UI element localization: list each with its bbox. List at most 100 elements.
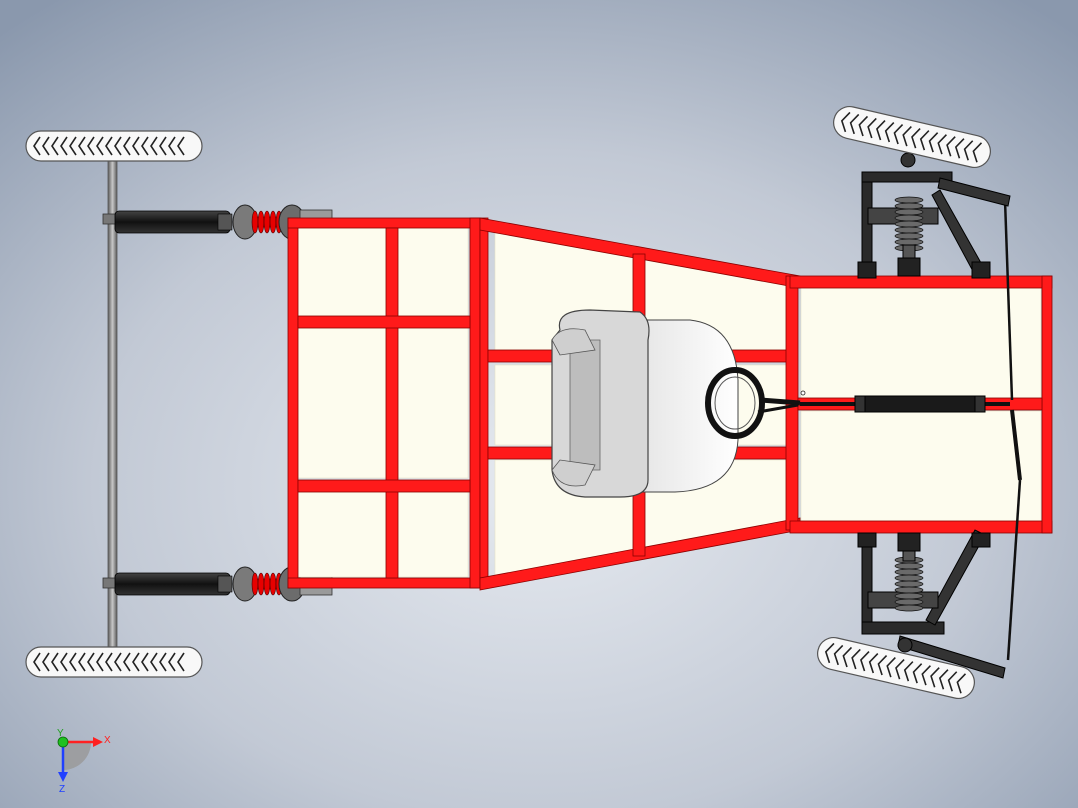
spring-coil [269, 572, 277, 596]
spring-coil [257, 572, 265, 596]
spring-coil [263, 572, 271, 596]
tire-tread-mark [833, 644, 844, 666]
tire-tread-mark [895, 659, 905, 680]
tire-tread-mark [141, 652, 149, 672]
tire-tread-mark [849, 113, 860, 135]
tire-tread-mark [956, 673, 967, 694]
tire-tread-mark [842, 646, 853, 668]
front-tire-bottom[interactable] [814, 634, 977, 701]
spring-coil [257, 210, 265, 234]
spring-coil [894, 568, 924, 576]
triad-x-label: X [104, 735, 111, 746]
spring-coil [894, 220, 924, 228]
tire-tread-mark [33, 652, 41, 672]
rear-tire-top[interactable] [25, 130, 203, 162]
tire-tread-mark [886, 657, 896, 678]
spring-coil [894, 562, 924, 570]
spring-coil [894, 574, 924, 582]
tire-tread-mark [912, 663, 923, 684]
spring-coil [894, 232, 924, 240]
spring-coil [894, 580, 924, 588]
spring-coil [894, 238, 924, 246]
tire-tread-mark [51, 136, 59, 156]
spring-coil [894, 208, 924, 216]
coordinate-triad-icon: X Y Z [57, 728, 111, 795]
tire-tread-mark [33, 136, 41, 156]
tire-tread-mark [69, 652, 77, 672]
spring-coil [894, 196, 924, 204]
tire-tread-mark [877, 655, 888, 676]
tire-tread-mark [159, 652, 167, 672]
spring-coil [894, 592, 924, 600]
tire-tread-mark [938, 669, 949, 690]
tire-tread-mark [123, 652, 131, 672]
tire-tread-mark [893, 124, 904, 145]
tire-tread-mark [840, 111, 851, 133]
front-tire-top[interactable] [830, 103, 993, 170]
spring-coil [263, 210, 271, 234]
driver-seat[interactable] [551, 309, 739, 498]
tire-tread-mark [159, 136, 167, 156]
tire-tread-mark [963, 140, 974, 161]
tire-tread-mark [947, 671, 958, 692]
triad-z-label: Z [59, 784, 65, 795]
tire-tread-mark [96, 652, 104, 672]
triad-y-label: Y [57, 728, 64, 739]
tire-tread-mark [884, 121, 895, 143]
tire-tread-mark [78, 652, 86, 672]
tire-tread-mark [921, 665, 931, 686]
tire-tread-mark [860, 650, 870, 672]
tire-tread-mark [96, 136, 104, 156]
tire-tread-mark [150, 652, 158, 672]
tire-tread-mark [42, 136, 50, 156]
tire-tread-mark [132, 652, 140, 672]
tire-tread-mark [946, 136, 956, 157]
tire-tread-mark [87, 652, 95, 672]
tire-tread-mark [123, 136, 131, 156]
tire-tread-mark [42, 652, 50, 672]
spring-coil [894, 214, 924, 222]
tire-tread-mark [114, 652, 122, 672]
tire-tread-mark [868, 652, 879, 674]
tire-tread-mark [87, 136, 95, 156]
tire-tread-mark [903, 661, 914, 682]
tire-tread-mark [858, 115, 869, 137]
steering-assembly[interactable] [705, 199, 1022, 661]
spring-coil [251, 572, 259, 596]
tire-tread-mark [177, 136, 185, 156]
tire-tread-mark [51, 652, 59, 672]
spring-coil [894, 226, 924, 234]
tire-tread-mark [150, 136, 158, 156]
tire-tread-mark [177, 652, 185, 672]
steering-wheel[interactable] [705, 367, 765, 439]
spring-coil [894, 604, 924, 612]
spring-coil [894, 586, 924, 594]
tire-tread-mark [69, 136, 77, 156]
tire-tread-mark [105, 652, 113, 672]
tire-tread-mark [911, 128, 921, 149]
tire-tread-mark [972, 142, 983, 163]
tire-tread-mark [928, 132, 939, 153]
tire-tread-mark [141, 136, 149, 156]
tire-tread-mark [954, 138, 965, 159]
tire-tread-mark [851, 648, 861, 670]
tire-tread-mark [60, 652, 68, 672]
tire-tread-mark [168, 652, 176, 672]
tire-tread-mark [919, 130, 930, 151]
tire-tread-mark [114, 136, 122, 156]
tire-tread-mark [876, 119, 886, 141]
tire-tread-mark [930, 667, 940, 688]
tire-tread-mark [867, 117, 877, 139]
spring-coil [251, 210, 259, 234]
tire-tread-mark [824, 642, 835, 664]
front-suspension-bottom[interactable] [857, 529, 1006, 679]
spring-coil [894, 202, 924, 210]
tire-tread-mark [902, 126, 912, 147]
rear-tire-bottom[interactable] [25, 646, 203, 678]
front-suspension-top[interactable] [857, 152, 1011, 279]
spring-coil [894, 598, 924, 606]
tire-tread-mark [937, 134, 947, 155]
tire-tread-mark [132, 136, 140, 156]
